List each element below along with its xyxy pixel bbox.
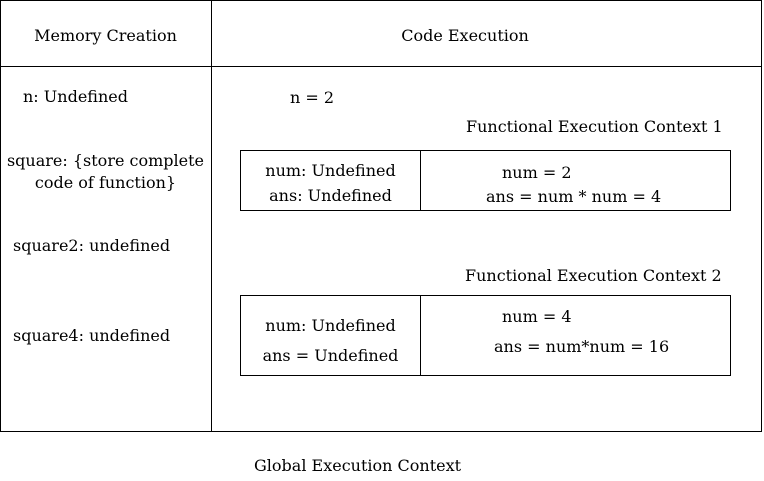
fec2-memory-line2: ans = Undefined [262, 346, 399, 365]
memory-n: n: Undefined [23, 87, 128, 106]
fec2-memory-line1: num: Undefined [265, 316, 396, 335]
fec1-title: Functional Execution Context 1 [466, 117, 723, 136]
column-divider [211, 0, 212, 431]
fec1-memory-line1: num: Undefined [265, 161, 396, 180]
fec2-divider [420, 296, 421, 375]
fec1-code-line2: ans = num * num = 4 [486, 187, 662, 206]
global-execution-context-label: Global Execution Context [254, 456, 462, 475]
fec1-divider [420, 151, 421, 210]
memory-square4: square4: undefined [13, 326, 171, 345]
memory-square2: square2: undefined [13, 236, 171, 255]
fec1-code-line1: num = 2 [502, 163, 572, 182]
memory-square-line1: square: {store complete [6, 151, 205, 170]
fec2-code-line2: ans = num*num = 16 [494, 337, 670, 356]
fec2-box: num: Undefined ans = Undefined num = 4 a… [240, 295, 731, 376]
fec1-box: num: Undefined ans: Undefined num = 2 an… [240, 150, 731, 211]
code-execution-header: Code Execution [401, 26, 529, 45]
global-context-frame [0, 0, 762, 432]
fec2-title: Functional Execution Context 2 [465, 266, 722, 285]
memory-creation-header: Memory Creation [34, 26, 177, 45]
code-n-assign: n = 2 [290, 88, 335, 107]
fec2-code-line1: num = 4 [502, 307, 572, 326]
memory-square-line2: code of function} [34, 173, 177, 192]
fec1-memory-line2: ans: Undefined [269, 186, 392, 205]
header-divider [0, 66, 762, 67]
